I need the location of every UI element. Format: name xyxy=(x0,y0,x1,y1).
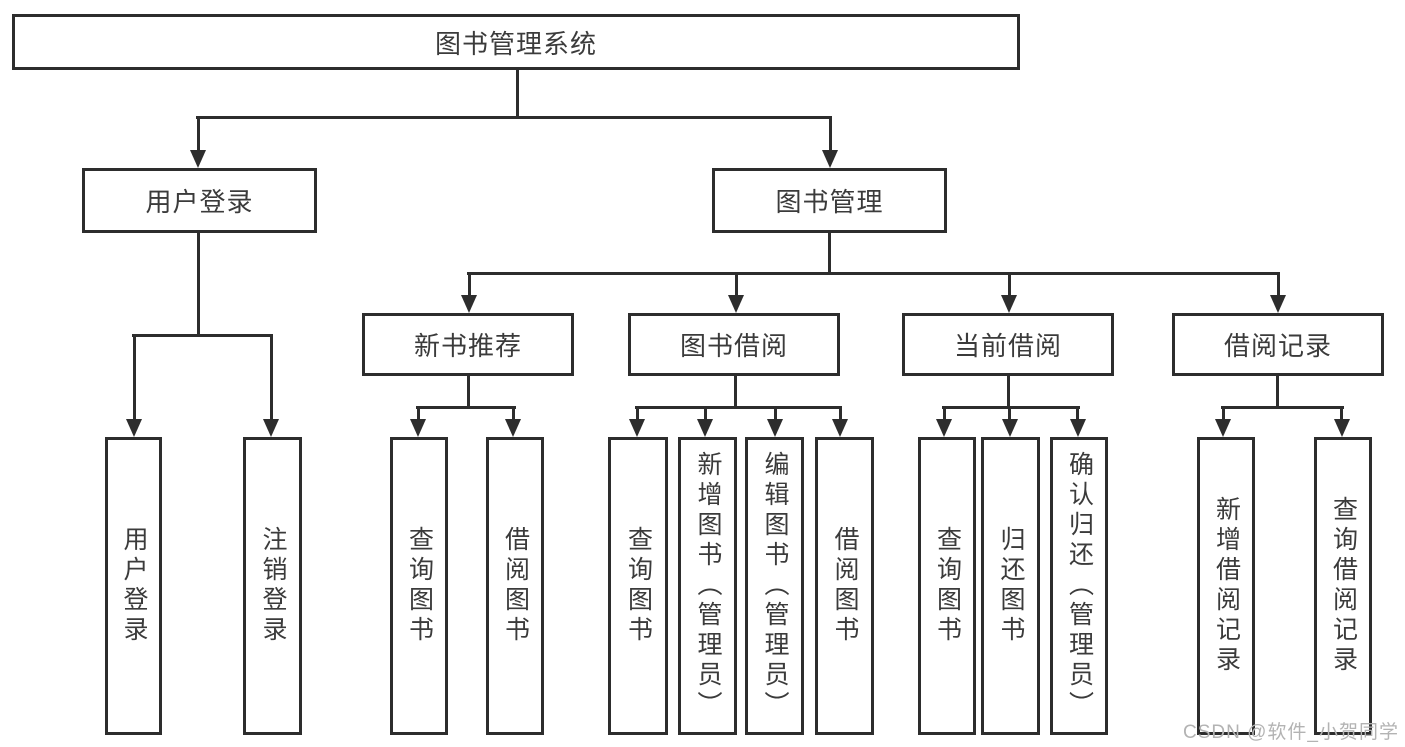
node-user-login: 用户登录 xyxy=(82,168,317,233)
connector-borrow-record-bar xyxy=(1221,406,1344,409)
arrowhead xyxy=(629,419,645,437)
node-label: 编辑图书（管理员） xyxy=(761,451,789,721)
connector-drop-record xyxy=(1277,272,1280,297)
connector-level2-bar xyxy=(196,116,832,119)
node-leaf-query-borrow-record: 查询借阅记录 xyxy=(1314,437,1372,735)
connector-new-book-stem xyxy=(467,376,470,409)
arrowhead xyxy=(410,419,426,437)
arrowhead xyxy=(728,295,744,313)
connector-drop xyxy=(774,406,777,421)
connector-user-login-stem xyxy=(197,233,200,337)
connector-drop xyxy=(943,406,946,421)
node-new-book-recommend: 新书推荐 xyxy=(362,313,574,376)
arrowhead xyxy=(1270,295,1286,313)
node-leaf-logout: 注销登录 xyxy=(243,437,302,735)
node-label: 用户登录 xyxy=(145,187,254,217)
node-label: 图书管理系统 xyxy=(434,28,597,59)
arrowhead xyxy=(1002,419,1018,437)
connector-drop-borrow xyxy=(735,272,738,297)
node-library-system: 图书管理系统 xyxy=(12,14,1020,70)
node-label: 归还图书 xyxy=(997,526,1025,646)
node-borrow-record: 借阅记录 xyxy=(1172,313,1384,376)
connector-drop xyxy=(1222,406,1225,421)
connector-new-book-bar xyxy=(416,406,516,409)
connector-drop xyxy=(512,406,515,421)
connector-current-borrow-bar xyxy=(942,406,1080,409)
node-leaf-query-book-3: 查询图书 xyxy=(918,437,976,735)
connector-book-mgmt-stem xyxy=(828,233,831,275)
node-label: 注销登录 xyxy=(259,526,287,646)
node-label: 查询图书 xyxy=(624,526,653,646)
node-label: 新增图书（管理员） xyxy=(694,451,722,721)
connector-drop xyxy=(1340,406,1343,421)
connector-drop-current xyxy=(1008,272,1011,297)
node-label: 查询借阅记录 xyxy=(1329,496,1358,676)
connector-book-borrow-stem xyxy=(734,376,737,409)
connector-level3-bar xyxy=(467,272,1280,275)
arrowhead xyxy=(822,150,838,168)
arrowhead xyxy=(697,419,713,437)
node-label: 当前借阅 xyxy=(953,331,1062,361)
node-leaf-add-book-admin: 新增图书（管理员） xyxy=(678,437,737,735)
node-label: 新书推荐 xyxy=(413,331,522,361)
connector-drop-logout xyxy=(270,334,273,421)
node-label: 确认归还（管理员） xyxy=(1065,451,1094,721)
node-leaf-borrow-book-2: 借阅图书 xyxy=(815,437,874,735)
node-label: 用户登录 xyxy=(120,526,148,646)
node-leaf-user-login: 用户登录 xyxy=(105,437,162,735)
arrowhead xyxy=(505,419,521,437)
connector-drop-user-login xyxy=(197,116,200,152)
connector-user-login-bar xyxy=(132,334,273,337)
arrowhead xyxy=(1334,419,1350,437)
node-label: 图书借阅 xyxy=(679,331,788,361)
connector-drop xyxy=(704,406,707,421)
node-book-borrow: 图书借阅 xyxy=(628,313,840,376)
node-current-borrow: 当前借阅 xyxy=(902,313,1114,376)
node-label: 查询图书 xyxy=(933,526,962,646)
node-book-management: 图书管理 xyxy=(712,168,947,233)
node-leaf-return-book: 归还图书 xyxy=(981,437,1040,735)
node-leaf-edit-book-admin: 编辑图书（管理员） xyxy=(745,437,804,735)
node-leaf-query-book-1: 查询图书 xyxy=(390,437,448,735)
arrowhead xyxy=(832,419,848,437)
arrowhead xyxy=(1070,419,1086,437)
node-label: 借阅图书 xyxy=(831,526,859,646)
node-leaf-add-borrow-record: 新增借阅记录 xyxy=(1197,437,1255,735)
arrowhead xyxy=(190,150,206,168)
node-label: 新增借阅记录 xyxy=(1212,496,1241,676)
arrowhead xyxy=(936,419,952,437)
connector-root-stem xyxy=(516,70,519,118)
arrowhead xyxy=(263,419,279,437)
connector-drop-book-mgmt xyxy=(829,116,832,152)
connector-drop xyxy=(417,406,420,421)
connector-drop xyxy=(1008,406,1011,421)
node-label: 图书管理 xyxy=(775,187,884,217)
connector-book-borrow-bar xyxy=(635,406,842,409)
node-label: 借阅图书 xyxy=(501,526,530,646)
arrowhead xyxy=(126,419,142,437)
node-label: 查询图书 xyxy=(405,526,434,646)
connector-drop xyxy=(636,406,639,421)
node-leaf-confirm-return-admin: 确认归还（管理员） xyxy=(1050,437,1108,735)
connector-borrow-record-stem xyxy=(1276,376,1279,409)
node-leaf-borrow-book-1: 借阅图书 xyxy=(486,437,544,735)
node-leaf-query-book-2: 查询图书 xyxy=(608,437,668,735)
connector-current-borrow-stem xyxy=(1007,376,1010,409)
connector-drop xyxy=(1076,406,1079,421)
connector-drop-new-book xyxy=(468,272,471,297)
connector-drop-login xyxy=(133,334,136,421)
csdn-watermark: CSDN @软件_小贺同学 xyxy=(1183,722,1399,743)
arrowhead xyxy=(1001,295,1017,313)
arrowhead xyxy=(1215,419,1231,437)
node-label: 借阅记录 xyxy=(1223,331,1332,361)
arrowhead xyxy=(767,419,783,437)
arrowhead xyxy=(461,295,477,313)
connector-drop xyxy=(839,406,842,421)
